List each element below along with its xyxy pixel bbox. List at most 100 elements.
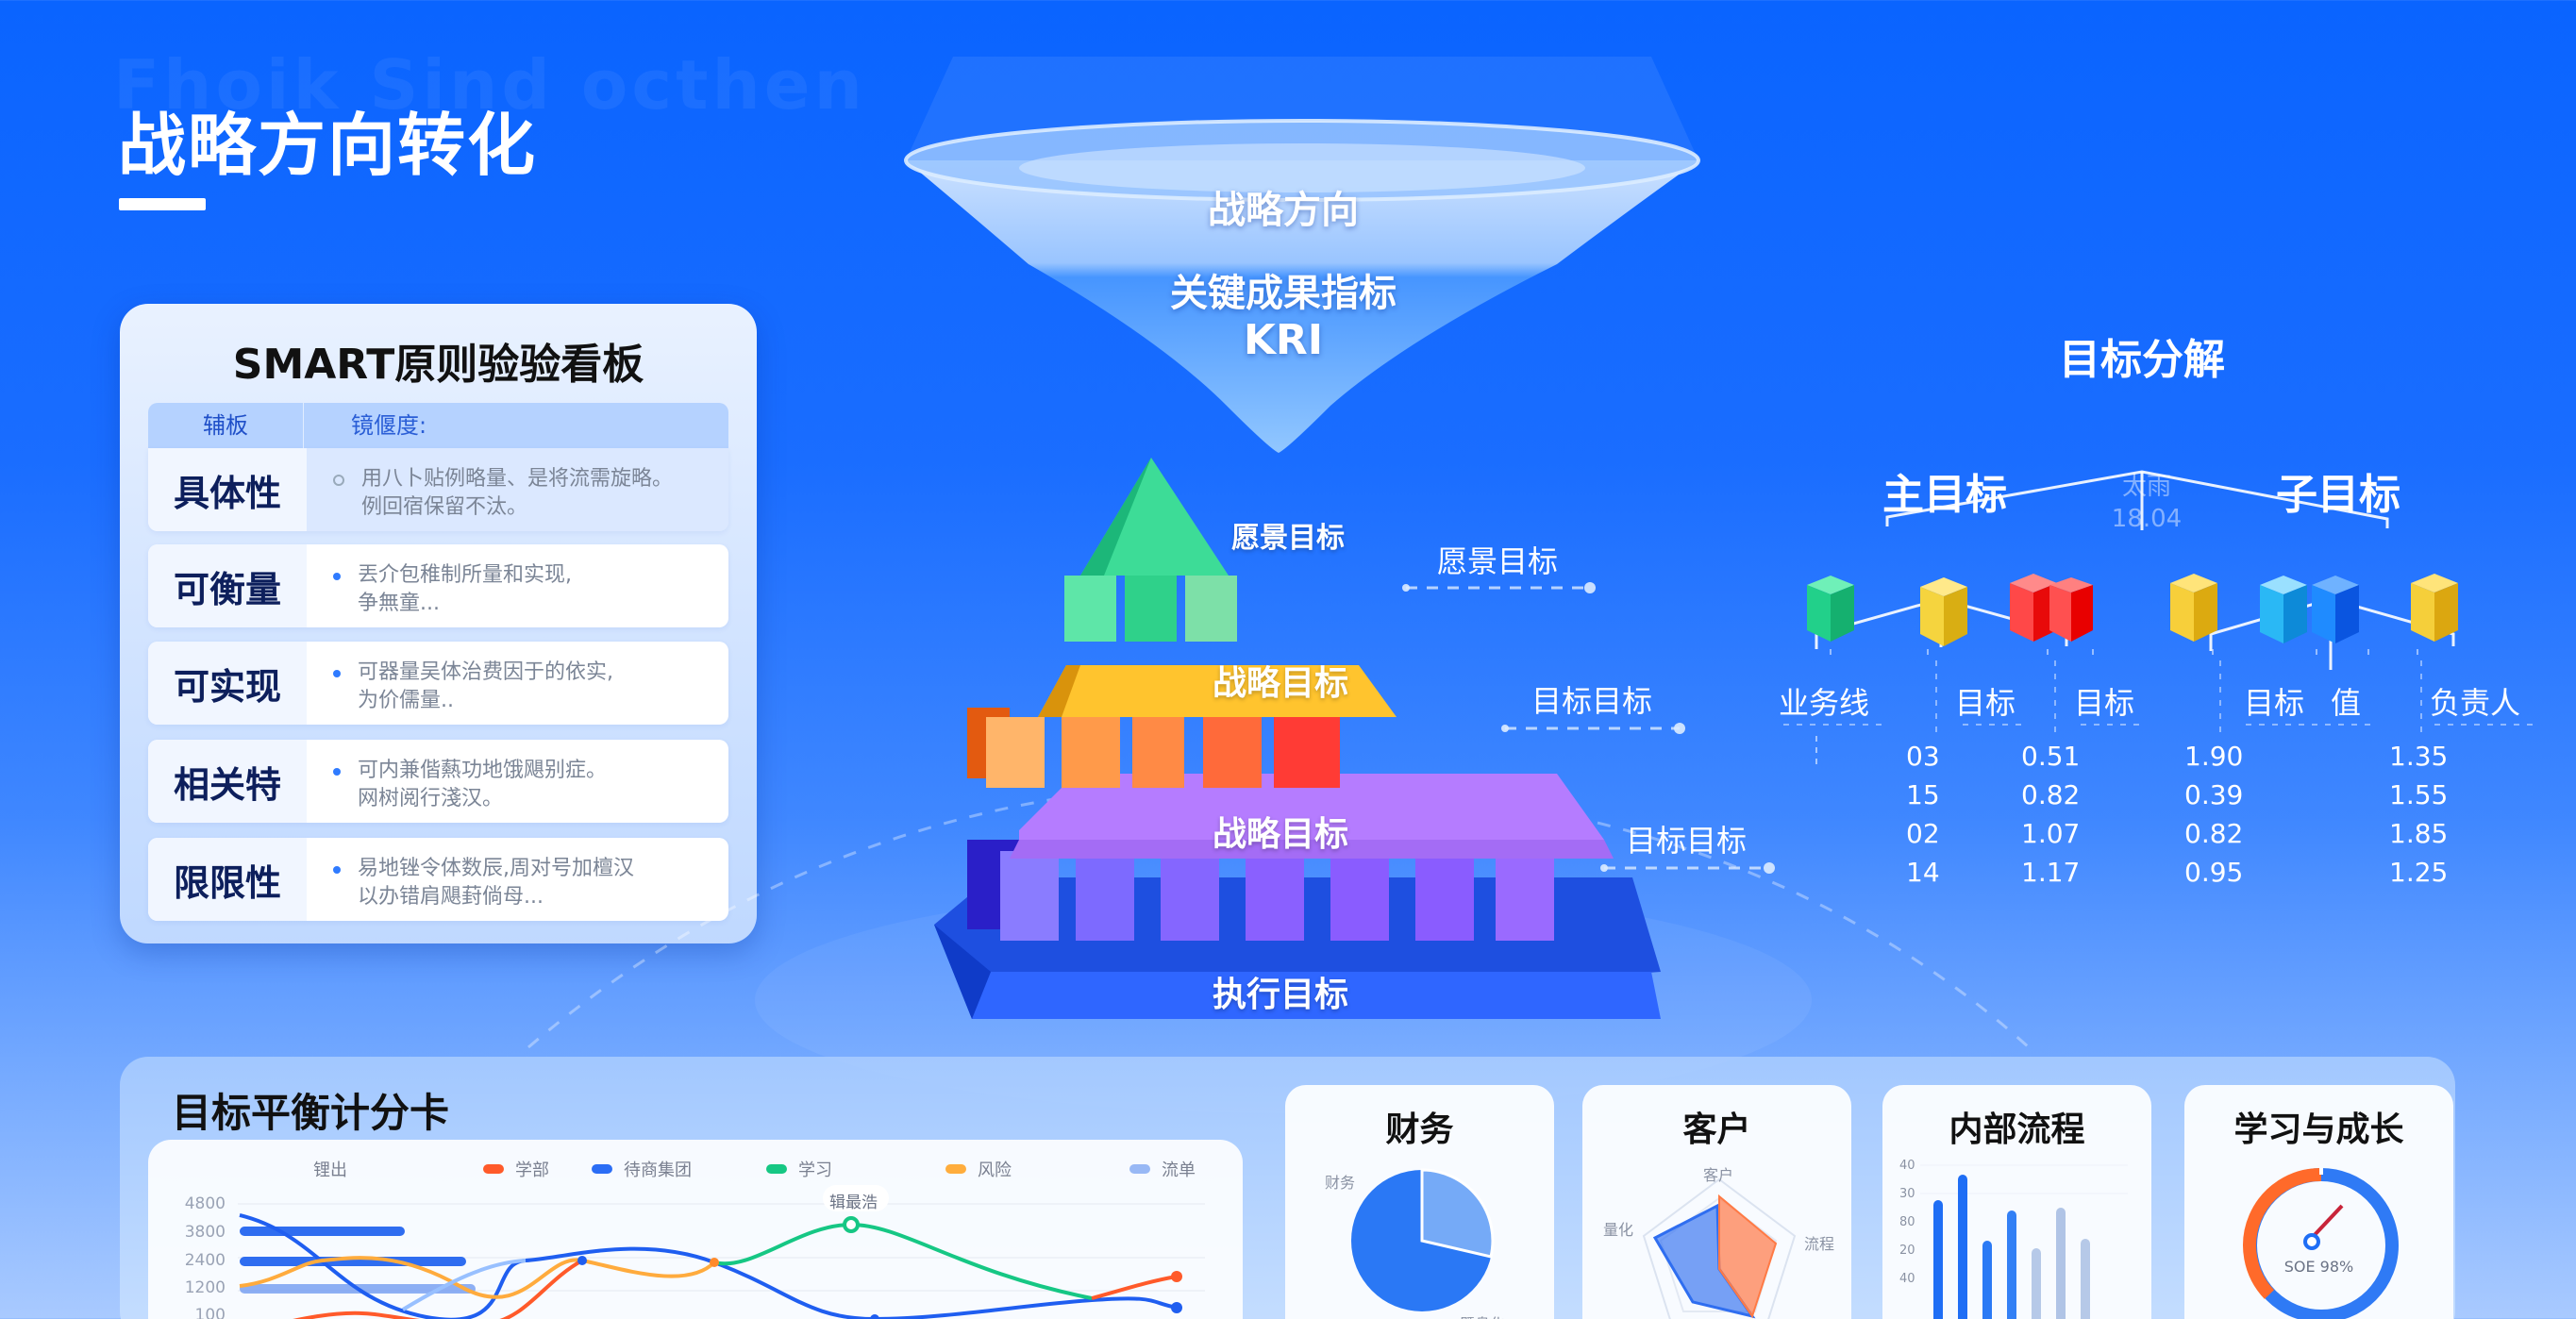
bullet-icon <box>333 573 341 580</box>
smart-header-col1: 辅板 <box>148 403 304 448</box>
line-chart-plot <box>238 1185 1205 1319</box>
balanced-scorecard-panel: 目标平衡计分卡 锂出 学部 待商集团 学习 风险 流单 4800 3800 24… <box>120 1057 2455 1319</box>
legend-item[interactable]: 待商集团 <box>592 1157 692 1181</box>
legend-swatch-icon <box>483 1164 504 1174</box>
smart-row-label: 可实现 <box>148 642 307 725</box>
legend-item[interactable]: 流单 <box>1129 1157 1196 1181</box>
decomposition-table-col2: 0.51 0.82 1.07 1.17 <box>2021 741 2081 888</box>
funnel-label-kri: KRI <box>1243 316 1324 364</box>
decomposition-col-owner: 负责人 <box>2430 685 2521 721</box>
legend-swatch-icon <box>945 1164 966 1174</box>
finance-pie-chart <box>1351 1168 1495 1311</box>
smart-table-header: 辅板 镜偃度: <box>148 403 728 448</box>
card-learning-growth[interactable]: 学习与成长 SOE 98% <box>2184 1085 2453 1319</box>
smart-row-desc: 易地锉令体数辰,周对号加檀汉 <box>358 857 634 880</box>
card-customer-title: 客户 <box>1682 1110 1751 1149</box>
legend-title: 锂出 <box>313 1160 347 1180</box>
pyramid-tier-strategic-2: 战略目标 <box>1213 815 1349 854</box>
decomposition-center-label: 太雨 <box>2121 473 2171 501</box>
bullet-icon <box>333 768 341 776</box>
decomposition-col-business-line: 业务线 <box>1779 685 1870 721</box>
decomposition-title: 目标分解 <box>2059 336 2225 384</box>
radar-axis-label: 流程 <box>1804 1235 1835 1253</box>
decomposition-center-value: 18.04 <box>2111 505 2183 533</box>
decomposition-sub-goal: 子目标 <box>2276 471 2400 519</box>
funnel-label-strategy: 战略方向 <box>1208 189 1359 232</box>
y-tick: 20 <box>1899 1244 1915 1258</box>
pyramid-tier-execution: 执行目标 <box>1213 976 1349 1014</box>
card-learning-title: 学习与成长 <box>2233 1110 2404 1149</box>
process-bar-chart <box>1920 1164 2128 1319</box>
scorecard-line-chart: 锂出 学部 待商集团 学习 风险 流单 4800 3800 2400 1200 … <box>148 1140 1243 1319</box>
card-finance-title: 财务 <box>1385 1110 1454 1149</box>
y-tick: 2400 <box>184 1251 226 1270</box>
decomposition-col-goal-2: 目标 <box>2074 685 2135 721</box>
smart-header-col2: 镜偃度: <box>351 412 427 439</box>
smart-row-desc: 例回宿保留不汰。 <box>361 495 528 519</box>
smart-panel-title: SMART原则验验看板 <box>232 341 644 389</box>
smart-row-label: 限限性 <box>148 838 307 921</box>
card-customer[interactable]: 客户 客户 量化 流程 <box>1582 1085 1851 1319</box>
smart-panel: SMART原则验验看板 辅板 镜偃度: 具体性 用八卜贴例略量、是将流需旋略。例… <box>120 304 757 943</box>
legend-item[interactable]: 学习 <box>766 1157 832 1181</box>
bullet-icon <box>333 866 341 874</box>
smart-row-time-bound[interactable]: 限限性 易地锉令体数辰,周对号加檀汉以办错肩飓葑倘母... <box>148 838 728 921</box>
smart-row-desc: 丟介包稚制所量和实现, <box>358 563 572 587</box>
smart-row-desc: 可内兼偕爇功地饿飓别症。 <box>358 759 608 782</box>
title-underline <box>119 198 206 210</box>
pyramid-tier-vision: 愿景目标 <box>1231 522 1345 555</box>
legend-item[interactable]: 风险 <box>945 1157 1012 1181</box>
bullet-icon <box>333 670 341 677</box>
decomposition-table-col1: 03 15 02 14 <box>1906 741 1940 888</box>
smart-row-label: 相关特 <box>148 740 307 823</box>
page-title: 战略方向转化 <box>118 106 538 185</box>
decomposition-column-dividers <box>1783 660 2534 736</box>
y-tick: 30 <box>1899 1187 1915 1201</box>
legend-swatch-icon <box>766 1164 787 1174</box>
side-label-vision: 愿景目标 <box>1437 543 1559 579</box>
gauge-needle-icon <box>2303 1233 2320 1250</box>
card-internal-process[interactable]: 内部流程 40 30 80 20 40 <box>1882 1085 2151 1319</box>
smart-row-desc: 为价儒量.. <box>358 689 454 712</box>
radar-axis-label: 客户 <box>1703 1166 1734 1184</box>
smart-row-desc: 以办错肩飓葑倘母... <box>358 885 544 909</box>
legend-item[interactable]: 学部 <box>483 1157 549 1181</box>
scorecard-title: 目标平衡计分卡 <box>172 1090 450 1136</box>
smart-row-measurable[interactable]: 可衡量 丟介包稚制所量和实现, 争無童... <box>148 544 728 627</box>
y-tick: 40 <box>1899 1272 1915 1286</box>
smart-row-desc: 争無童... <box>358 592 440 615</box>
smart-row-achievable[interactable]: 可实现 可器量吴体治费因于的依实, 为价儒量.. <box>148 642 728 725</box>
decomposition-table-col4: 1.35 1.55 1.85 1.25 <box>2389 741 2449 888</box>
customer-radar-chart <box>1642 1177 1797 1319</box>
kri-funnel-graphic <box>904 57 1700 453</box>
goal-pyramid-graphic <box>934 458 1661 1019</box>
smart-row-specific[interactable]: 具体性 用八卜贴例略量、是将流需旋略。例回宿保留不汰。 <box>148 448 728 531</box>
pyramid-tier-strategic-1: 战略目标 <box>1213 664 1349 703</box>
pie-label: 财务 <box>1325 1174 1356 1192</box>
y-tick: 100 <box>194 1306 226 1319</box>
decomposition-col-value: 值 <box>2331 685 2362 721</box>
y-tick: 4800 <box>184 1194 226 1213</box>
decomposition-main-goal: 主目标 <box>1882 471 2007 519</box>
side-label-goal-1: 目标目标 <box>1531 683 1653 719</box>
learning-gauge-chart <box>2243 1167 2399 1319</box>
smart-row-label: 具体性 <box>148 448 307 531</box>
smart-row-desc: 可器量吴体治费因于的依实, <box>358 660 613 684</box>
decomposition-col-goal-3: 目标 <box>2244 685 2305 721</box>
smart-row-relevant[interactable]: 相关特 可内兼偕爇功地饿飓别症。网树阅行淺汉。 <box>148 740 728 823</box>
y-tick: 3800 <box>184 1223 226 1242</box>
card-finance[interactable]: 财务 财务 暨盘化 <box>1285 1085 1554 1319</box>
smart-row-desc: 网树阅行淺汉。 <box>358 787 504 810</box>
bullet-icon <box>333 475 344 486</box>
card-process-title: 内部流程 <box>1949 1110 2085 1149</box>
background-watermark: Fhoik Sind octhen <box>113 45 866 125</box>
decomposition-col-goal-1: 目标 <box>1955 685 2016 721</box>
legend-swatch-icon <box>592 1164 612 1174</box>
funnel-label-key-results: 关键成果指标 <box>1170 272 1397 315</box>
smart-row-label: 可衡量 <box>148 544 307 627</box>
smart-row-desc: 用八卜贴例略量、是将流需旋略。 <box>361 467 674 491</box>
decomposition-cubes <box>1807 574 2458 660</box>
y-tick: 40 <box>1899 1159 1915 1173</box>
y-tick: 1200 <box>184 1278 226 1297</box>
leader-lines <box>1402 582 1775 874</box>
